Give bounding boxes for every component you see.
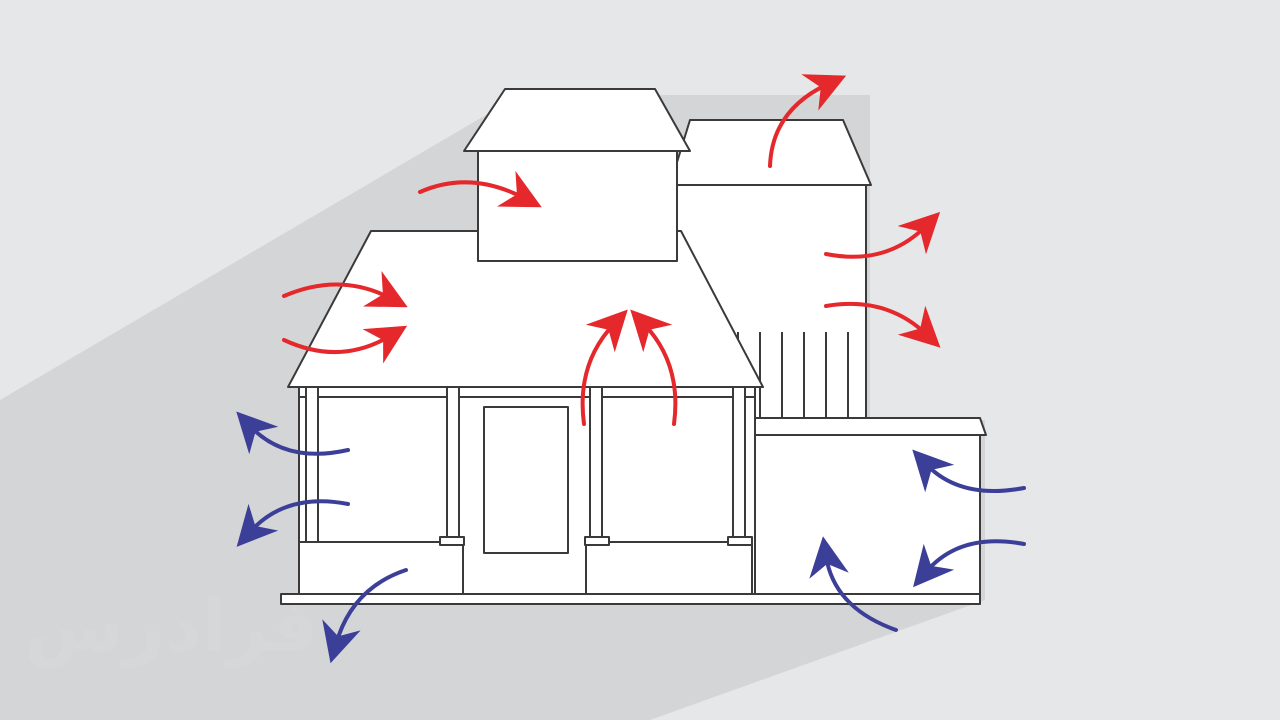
brand-watermark: فرادرس bbox=[24, 584, 319, 668]
arrow-red-icon bbox=[580, 309, 628, 426]
warm-air-arrows bbox=[282, 74, 941, 426]
dormer-roof bbox=[463, 88, 691, 152]
arrow-blue-icon bbox=[236, 411, 350, 456]
cool-air-arrows bbox=[236, 411, 1026, 664]
porch-column-2 bbox=[446, 386, 460, 543]
column-base-2 bbox=[439, 536, 465, 546]
arrow-blue-icon bbox=[322, 568, 408, 664]
arrow-red-icon bbox=[418, 171, 542, 208]
ground-slab bbox=[280, 593, 981, 605]
column-base-3 bbox=[584, 536, 610, 546]
arrow-red-icon bbox=[824, 211, 941, 259]
porch-column-4 bbox=[732, 386, 746, 543]
right-annex bbox=[751, 417, 987, 601]
arrow-red-icon bbox=[824, 301, 941, 348]
arrow-blue-icon bbox=[809, 536, 898, 632]
annex-roof-slab bbox=[751, 417, 987, 436]
annex-wall bbox=[751, 434, 981, 601]
porch-column-1 bbox=[305, 386, 319, 543]
arrow-blue-icon bbox=[913, 539, 1026, 588]
arrow-blue-icon bbox=[236, 499, 350, 547]
dormer-wall bbox=[477, 150, 678, 262]
arrow-blue-icon bbox=[912, 449, 1026, 493]
arrow-red-icon bbox=[768, 74, 847, 168]
porch-column-3 bbox=[589, 386, 603, 543]
arrow-red-icon bbox=[630, 309, 678, 426]
planter-right bbox=[585, 541, 753, 595]
arrow-red-icon bbox=[282, 325, 408, 364]
front-door bbox=[483, 406, 569, 554]
arrow-red-icon bbox=[282, 271, 408, 308]
column-base-4 bbox=[727, 536, 753, 546]
planter-left bbox=[298, 541, 464, 595]
